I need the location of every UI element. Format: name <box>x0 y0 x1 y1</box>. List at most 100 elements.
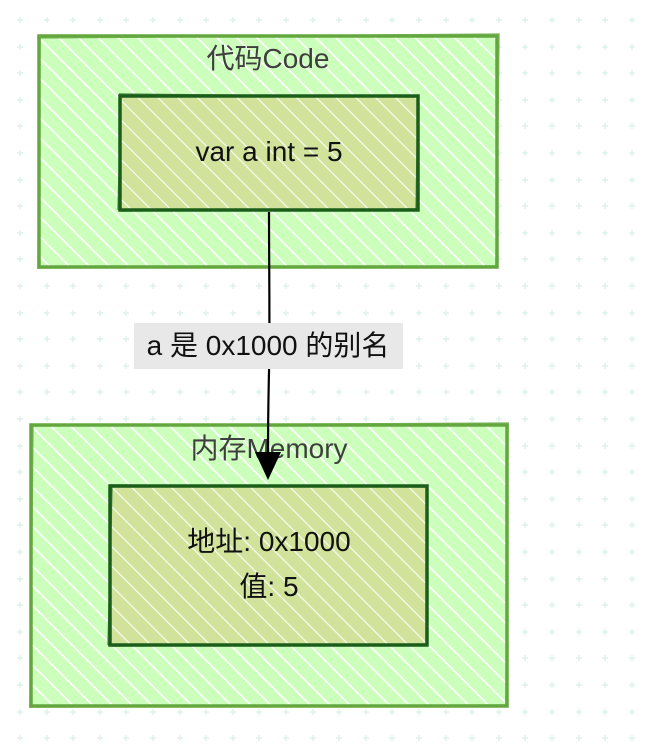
grid-mark <box>416 709 422 715</box>
grid-mark <box>336 389 342 395</box>
grid-mark <box>549 629 555 635</box>
grid-mark <box>150 17 156 23</box>
grid-mark <box>203 735 209 741</box>
grid-mark <box>549 655 555 661</box>
grid-mark <box>602 44 608 50</box>
grid-mark <box>549 123 555 129</box>
grid-mark <box>97 283 103 289</box>
grid-mark <box>177 283 183 289</box>
grid-mark <box>549 17 555 23</box>
grid-mark <box>150 283 156 289</box>
grid-mark <box>522 256 528 262</box>
grid-mark <box>336 310 342 316</box>
grid-mark <box>629 496 635 502</box>
grid-mark <box>522 230 528 236</box>
grid-mark <box>576 363 582 369</box>
grid-mark <box>203 17 209 23</box>
grid-mark <box>549 735 555 741</box>
grid-mark <box>602 576 608 582</box>
grid-mark <box>150 416 156 422</box>
grid-mark <box>123 283 129 289</box>
grid-mark <box>576 389 582 395</box>
grid-mark <box>522 602 528 608</box>
grid-mark <box>522 363 528 369</box>
memory-node-value: 值: 5 <box>239 571 298 602</box>
grid-mark <box>230 283 236 289</box>
grid-mark <box>602 709 608 715</box>
grid-mark <box>123 363 129 369</box>
grid-mark <box>44 416 50 422</box>
grid-mark <box>602 97 608 103</box>
grid-mark <box>469 416 475 422</box>
grid-mark <box>230 310 236 316</box>
grid-mark <box>549 336 555 342</box>
grid-mark <box>44 363 50 369</box>
grid-mark <box>602 363 608 369</box>
grid-mark <box>629 97 635 103</box>
grid-mark <box>44 709 50 715</box>
grid-mark <box>416 283 422 289</box>
grid-mark <box>576 576 582 582</box>
grid-mark <box>549 177 555 183</box>
grid-mark <box>629 230 635 236</box>
grid-mark <box>177 17 183 23</box>
grid-mark <box>17 123 23 129</box>
grid-mark <box>629 177 635 183</box>
grid-mark <box>17 735 23 741</box>
grid-mark <box>70 735 76 741</box>
grid-mark <box>522 310 528 316</box>
grid-mark <box>70 363 76 369</box>
grid-mark <box>336 709 342 715</box>
grid-mark <box>256 709 262 715</box>
grid-mark <box>230 735 236 741</box>
grid-mark <box>123 735 129 741</box>
grid-mark <box>576 443 582 449</box>
grid-mark <box>602 177 608 183</box>
grid-mark <box>549 416 555 422</box>
memory-node-sketch-edge <box>107 484 429 647</box>
grid-mark <box>549 682 555 688</box>
grid-mark <box>549 256 555 262</box>
grid-mark <box>522 682 528 688</box>
grid-mark <box>629 682 635 688</box>
grid-mark <box>17 602 23 608</box>
grid-mark <box>602 310 608 316</box>
grid-mark <box>443 735 449 741</box>
code-group[interactable]: 代码Code var a int = 5 <box>36 32 500 270</box>
grid-mark <box>602 416 608 422</box>
grid-mark <box>549 602 555 608</box>
grid-mark <box>576 709 582 715</box>
grid-mark <box>123 17 129 23</box>
grid-mark <box>123 709 129 715</box>
grid-mark <box>256 310 262 316</box>
code-node[interactable]: var a int = 5 <box>117 93 420 212</box>
alias-edge-label-bg <box>134 323 403 369</box>
grid-mark <box>522 629 528 635</box>
grid-mark <box>443 709 449 715</box>
grid-mark <box>629 709 635 715</box>
grid-mark <box>123 389 129 395</box>
grid-mark <box>44 336 50 342</box>
alias-edge[interactable]: a 是 0x1000 的别名 <box>134 211 403 480</box>
grid-mark <box>203 416 209 422</box>
grid-mark <box>17 416 23 422</box>
grid-mark <box>97 17 103 23</box>
grid-mark <box>549 496 555 502</box>
grid-mark <box>17 70 23 76</box>
grid-mark <box>576 310 582 316</box>
grid-mark <box>363 310 369 316</box>
grid-mark <box>469 363 475 369</box>
grid-mark <box>203 310 209 316</box>
grid-mark <box>602 549 608 555</box>
grid-mark <box>283 283 289 289</box>
grid-mark <box>310 283 316 289</box>
grid-mark <box>522 443 528 449</box>
grid-mark <box>629 44 635 50</box>
grid-mark <box>310 735 316 741</box>
memory-node[interactable]: 地址: 0x1000 值: 5 <box>107 484 429 647</box>
grid-mark <box>522 735 528 741</box>
grid-mark <box>469 709 475 715</box>
grid-mark <box>496 735 502 741</box>
grid-mark <box>443 416 449 422</box>
grid-mark <box>496 283 502 289</box>
